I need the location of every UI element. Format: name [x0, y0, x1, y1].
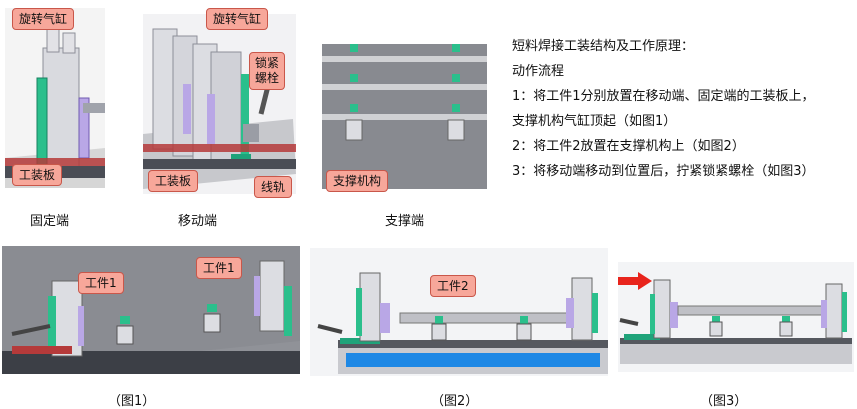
- figure-3-render: [618, 262, 854, 372]
- description-title: 短料焊接工装结构及工作原理：: [512, 39, 695, 54]
- label-rotary-cylinder-moving: 旋转气缸: [206, 8, 269, 30]
- label-workpiece2: 工件2: [430, 275, 476, 297]
- label-support-mechanism: 支撑机构: [326, 170, 389, 192]
- process-description: 短料焊接工装结构及工作原理： 动作流程 1：将工件1分别放置在移动端、固定端的工…: [512, 34, 852, 184]
- label-fixture-plate-fixed: 工装板: [12, 164, 63, 186]
- caption-moving-end: 移动端: [178, 214, 218, 229]
- move-direction-arrow-icon: [618, 272, 652, 294]
- label-workpiece1-left: 工件1: [78, 272, 124, 294]
- label-fixture-plate-moving: 工装板: [148, 170, 199, 192]
- label-workpiece1-right: 工件1: [196, 257, 242, 279]
- moving-end-render: [143, 14, 296, 194]
- description-step-1: 1：将工件1分别放置在移动端、固定端的工装板上，: [512, 89, 815, 104]
- caption-support-end: 支撑端: [385, 214, 425, 229]
- figure-2-render: [310, 248, 608, 376]
- caption-fixed-end: 固定端: [30, 214, 70, 229]
- label-rotary-cylinder-fixed: 旋转气缸: [12, 8, 75, 30]
- description-step-1b: 支撑机构气缸顶起（如图1）: [512, 114, 677, 129]
- caption-fig-1: （图1）: [108, 394, 156, 409]
- label-lock-bolt: 锁紧螺栓: [249, 52, 285, 90]
- fixed-end-render: [5, 8, 105, 188]
- label-rail: 线轨: [254, 176, 293, 198]
- description-step-3: 3：将移动端移动到位置后，拧紧锁紧螺栓（如图3）: [512, 164, 815, 179]
- description-step-2: 2：将工件2放置在支撑机构上（如图2）: [512, 139, 745, 154]
- support-end-render: [322, 44, 487, 189]
- caption-fig-2: （图2）: [431, 394, 479, 409]
- caption-fig-3: （图3）: [700, 394, 748, 409]
- description-subtitle: 动作流程: [512, 64, 565, 79]
- figure-1-render: [2, 246, 300, 374]
